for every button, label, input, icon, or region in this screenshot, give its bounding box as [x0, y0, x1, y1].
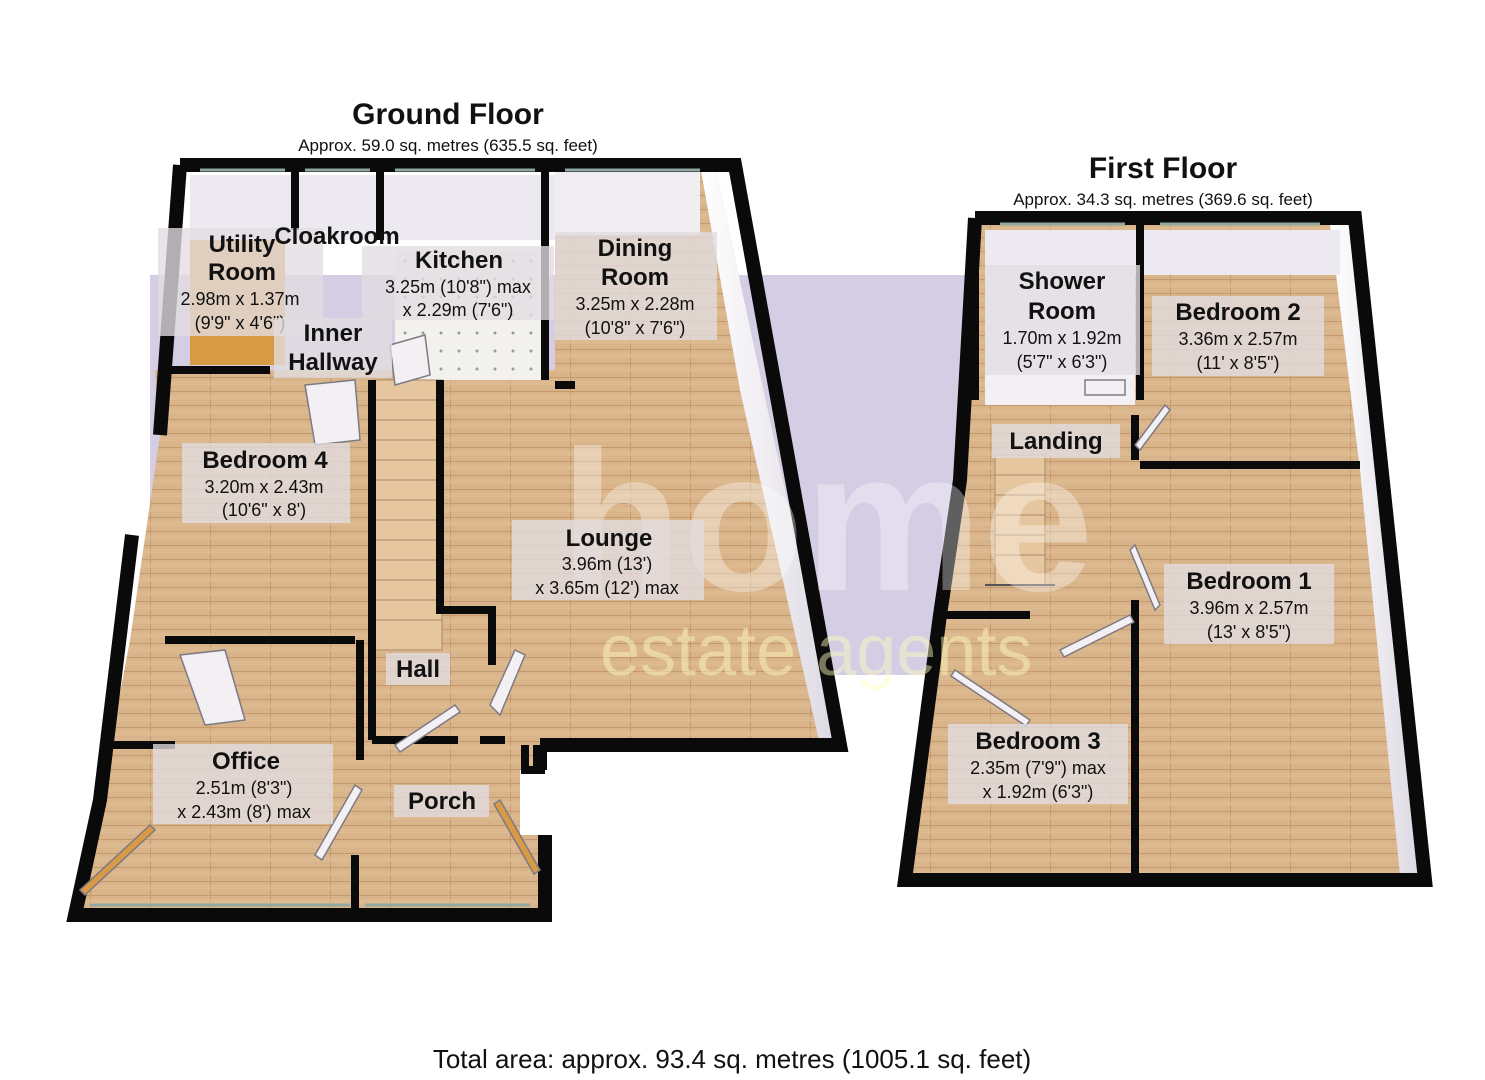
svg-text:Room: Room	[208, 259, 276, 286]
svg-text:(5'7" x 6'3"): (5'7" x 6'3")	[1017, 352, 1108, 372]
first-doors	[949, 379, 1171, 728]
label-porch: Porch	[394, 785, 489, 817]
svg-text:3.25m x 2.28m: 3.25m x 2.28m	[575, 294, 694, 314]
svg-text:2.51m (8'3"): 2.51m (8'3")	[196, 778, 293, 798]
svg-text:Bedroom 2: Bedroom 2	[1175, 299, 1300, 326]
svg-text:(10'8" x 7'6"): (10'8" x 7'6")	[585, 318, 686, 338]
label-bedroom-4: Bedroom 4 3.20m x 2.43m (10'6" x 8')	[182, 443, 350, 523]
ground-windows	[90, 168, 700, 907]
svg-text:(9'9" x 4'6"): (9'9" x 4'6")	[195, 313, 286, 333]
svg-text:Landing: Landing	[1009, 428, 1102, 455]
svg-text:x 2.29m (7'6"): x 2.29m (7'6")	[403, 300, 514, 320]
svg-text:Porch: Porch	[408, 788, 476, 815]
first-wall-face-right	[1330, 225, 1420, 875]
svg-text:Hall: Hall	[396, 656, 440, 683]
svg-text:Hallway: Hallway	[288, 349, 378, 376]
svg-text:Room: Room	[1028, 298, 1096, 325]
svg-text:3.25m (10'8") max: 3.25m (10'8") max	[385, 277, 531, 297]
label-cloakroom: Cloakroom	[274, 223, 399, 250]
svg-text:Bedroom 1: Bedroom 1	[1186, 568, 1311, 595]
svg-text:Bedroom 4: Bedroom 4	[202, 447, 328, 474]
first-floor-area: Approx. 34.3 sq. metres (369.6 sq. feet)	[1013, 190, 1313, 209]
svg-text:(10'6" x 8'): (10'6" x 8')	[222, 500, 306, 520]
svg-text:x 3.65m (12') max: x 3.65m (12') max	[535, 578, 678, 598]
watermark-estate-agents: estate agents	[600, 611, 1032, 691]
svg-text:Bedroom 3: Bedroom 3	[975, 728, 1100, 755]
label-landing: Landing	[992, 424, 1120, 458]
label-office: Office 2.51m (8'3") x 2.43m (8') max	[153, 744, 333, 824]
first-stairs	[985, 454, 1055, 586]
label-dining-room: Dining Room 3.25m x 2.28m (10'8" x 7'6")	[555, 232, 717, 340]
svg-text:Inner: Inner	[304, 320, 363, 347]
ground-stairs	[371, 379, 443, 651]
svg-text:x 1.92m (6'3"): x 1.92m (6'3")	[983, 782, 1094, 802]
first-outer-walls	[897, 211, 1433, 887]
svg-text:x 2.43m (8') max: x 2.43m (8') max	[177, 802, 310, 822]
floor-fill-main	[75, 165, 840, 915]
svg-text:(11' x 8'5"): (11' x 8'5")	[1197, 353, 1280, 373]
svg-text:Room: Room	[601, 264, 669, 291]
svg-text:Office: Office	[212, 748, 280, 775]
label-kitchen: Kitchen 3.25m (10'8") max x 2.29m (7'6")	[362, 246, 554, 320]
svg-text:Kitchen: Kitchen	[415, 247, 503, 274]
svg-text:Cloakroom: Cloakroom	[274, 223, 399, 250]
total-area: Total area: approx. 93.4 sq. metres (100…	[433, 1044, 1031, 1074]
svg-text:3.96m x 2.57m: 3.96m x 2.57m	[1189, 598, 1308, 618]
svg-text:3.96m (13'): 3.96m (13')	[562, 554, 652, 574]
ground-doors	[78, 334, 541, 897]
label-lounge: Lounge 3.96m (13') x 3.65m (12') max	[512, 520, 704, 600]
label-bedroom-2: Bedroom 2 3.36m x 2.57m (11' x 8'5")	[1152, 296, 1324, 376]
wall-face-dining	[555, 170, 700, 235]
label-bedroom-1: Bedroom 1 3.96m x 2.57m (13' x 8'5")	[1164, 564, 1334, 644]
wall-face-top	[190, 175, 555, 240]
label-shower-room: Shower Room 1.70m x 1.92m (5'7" x 6'3")	[985, 265, 1140, 375]
svg-text:3.36m x 2.57m: 3.36m x 2.57m	[1178, 329, 1297, 349]
label-hall: Hall	[386, 653, 450, 685]
ground-floor-title: Ground Floor	[352, 98, 544, 131]
wall-face-right	[700, 165, 840, 745]
label-inner-hallway: Inner Hallway	[274, 318, 392, 378]
svg-text:Utility: Utility	[209, 231, 276, 258]
svg-text:Dining: Dining	[598, 235, 673, 262]
svg-text:Lounge: Lounge	[566, 525, 653, 552]
svg-text:3.20m x 2.43m: 3.20m x 2.43m	[204, 477, 323, 497]
first-wall-face-top	[985, 230, 1340, 275]
svg-text:2.98m x 1.37m: 2.98m x 1.37m	[180, 289, 299, 309]
label-bedroom-3: Bedroom 3 2.35m (7'9") max x 1.92m (6'3"…	[948, 724, 1128, 804]
svg-text:1.70m x 1.92m: 1.70m x 1.92m	[1002, 328, 1121, 348]
svg-text:2.35m (7'9") max: 2.35m (7'9") max	[970, 758, 1106, 778]
first-floor-title: First Floor	[1089, 152, 1238, 185]
svg-text:(13' x 8'5"): (13' x 8'5")	[1207, 622, 1291, 642]
ground-floor-area: Approx. 59.0 sq. metres (635.5 sq. feet)	[298, 136, 598, 155]
svg-text:Shower: Shower	[1019, 268, 1106, 295]
